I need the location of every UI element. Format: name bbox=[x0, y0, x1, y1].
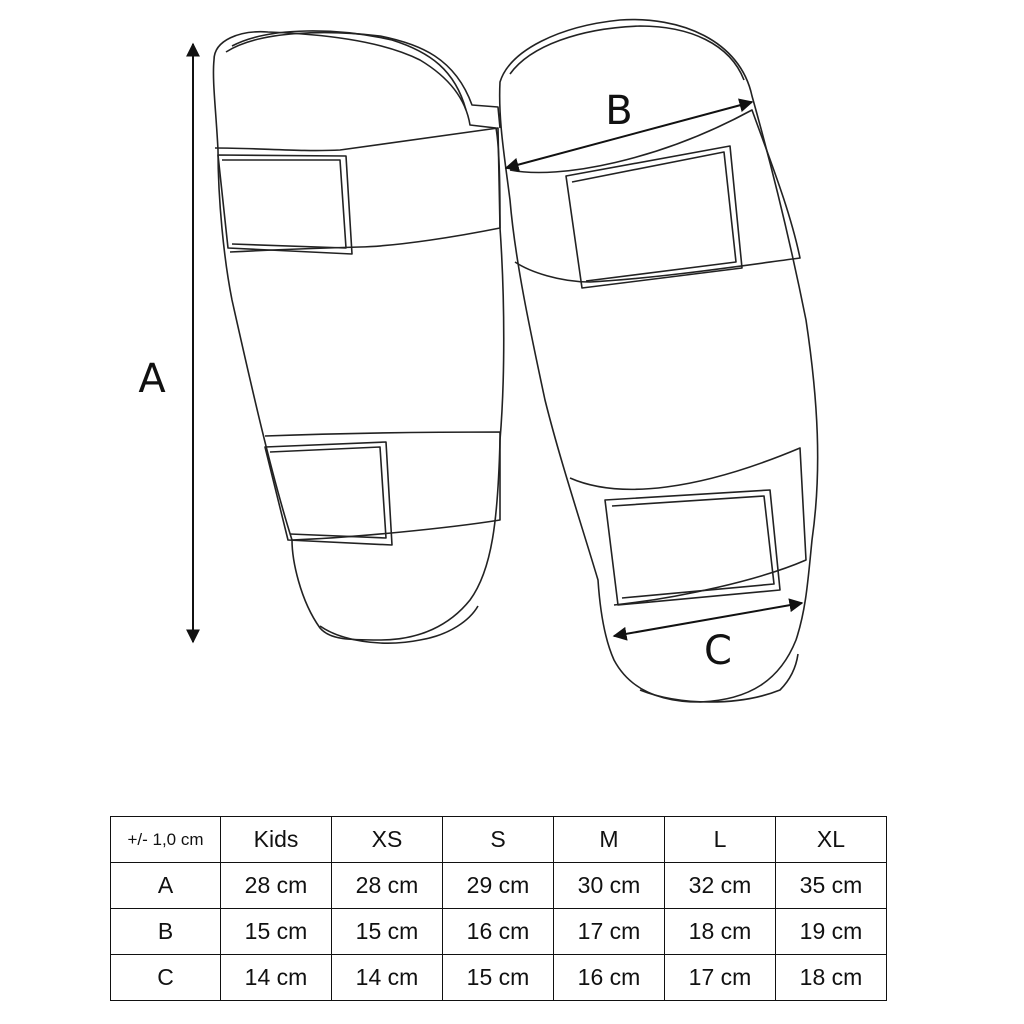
table-row: B 15 cm 15 cm 16 cm 17 cm 18 cm 19 cm bbox=[110, 908, 887, 955]
size-header-xs: XS bbox=[331, 816, 443, 863]
right-guard-body bbox=[498, 18, 819, 703]
table-cell: 16 cm bbox=[442, 908, 554, 955]
table-row: A 28 cm 28 cm 29 cm 30 cm 32 cm 35 cm bbox=[110, 862, 887, 909]
dimension-b-label: B bbox=[605, 88, 632, 134]
right-guard-bottom-velcro bbox=[604, 489, 781, 606]
right-shin-guard bbox=[498, 18, 819, 703]
left-guard-top-strap bbox=[214, 127, 501, 253]
dimension-c-label: C bbox=[704, 628, 732, 674]
size-header-xl: XL bbox=[775, 816, 887, 863]
left-guard-bottom-cap bbox=[319, 605, 479, 644]
table-cell: 15 cm bbox=[220, 908, 332, 955]
table-cell: 17 cm bbox=[553, 908, 665, 955]
right-guard-top-strap bbox=[509, 109, 801, 283]
row-label-c: C bbox=[110, 954, 221, 1001]
table-cell: 15 cm bbox=[442, 954, 554, 1001]
size-chart-table: +/- 1,0 cm Kids XS S M L XL A 28 cm 28 c… bbox=[110, 816, 887, 1001]
table-cell: 35 cm bbox=[775, 862, 887, 909]
table-cell: 19 cm bbox=[775, 908, 887, 955]
left-shin-guard bbox=[212, 30, 505, 644]
size-header-s: S bbox=[442, 816, 554, 863]
size-header-m: M bbox=[553, 816, 665, 863]
table-cell: 14 cm bbox=[331, 954, 443, 1001]
dimension-c-arrow bbox=[612, 598, 804, 641]
table-cell: 17 cm bbox=[664, 954, 776, 1001]
table-cell: 18 cm bbox=[775, 954, 887, 1001]
shin-guard-illustration: A B C bbox=[138, 18, 819, 703]
table-cell: 18 cm bbox=[664, 908, 776, 955]
left-guard-top-velcro bbox=[217, 154, 353, 255]
left-guard-bottom-velcro bbox=[264, 441, 393, 546]
row-label-b: B bbox=[110, 908, 221, 955]
table-cell: 30 cm bbox=[553, 862, 665, 909]
left-guard-body bbox=[212, 30, 505, 641]
tolerance-cell: +/- 1,0 cm bbox=[110, 816, 221, 863]
right-guard-bottom-cap bbox=[639, 653, 799, 703]
table-cell: 16 cm bbox=[553, 954, 665, 1001]
table-row: C 14 cm 14 cm 15 cm 16 cm 17 cm 18 cm bbox=[110, 954, 887, 1001]
right-guard-bottom-strap bbox=[569, 447, 807, 606]
left-guard-bottom-strap bbox=[264, 431, 501, 541]
size-header-kids: Kids bbox=[220, 816, 332, 863]
table-cell: 28 cm bbox=[331, 862, 443, 909]
table-cell: 15 cm bbox=[331, 908, 443, 955]
table-cell: 29 cm bbox=[442, 862, 554, 909]
dimension-b-arrow bbox=[504, 98, 754, 172]
dimension-a-label: A bbox=[138, 356, 166, 402]
size-header-l: L bbox=[664, 816, 776, 863]
table-cell: 14 cm bbox=[220, 954, 332, 1001]
table-cell: 32 cm bbox=[664, 862, 776, 909]
left-guard-back-pad bbox=[225, 31, 501, 129]
table-cell: 28 cm bbox=[220, 862, 332, 909]
row-label-a: A bbox=[110, 862, 221, 909]
size-header-row: +/- 1,0 cm Kids XS S M L XL bbox=[110, 816, 887, 863]
